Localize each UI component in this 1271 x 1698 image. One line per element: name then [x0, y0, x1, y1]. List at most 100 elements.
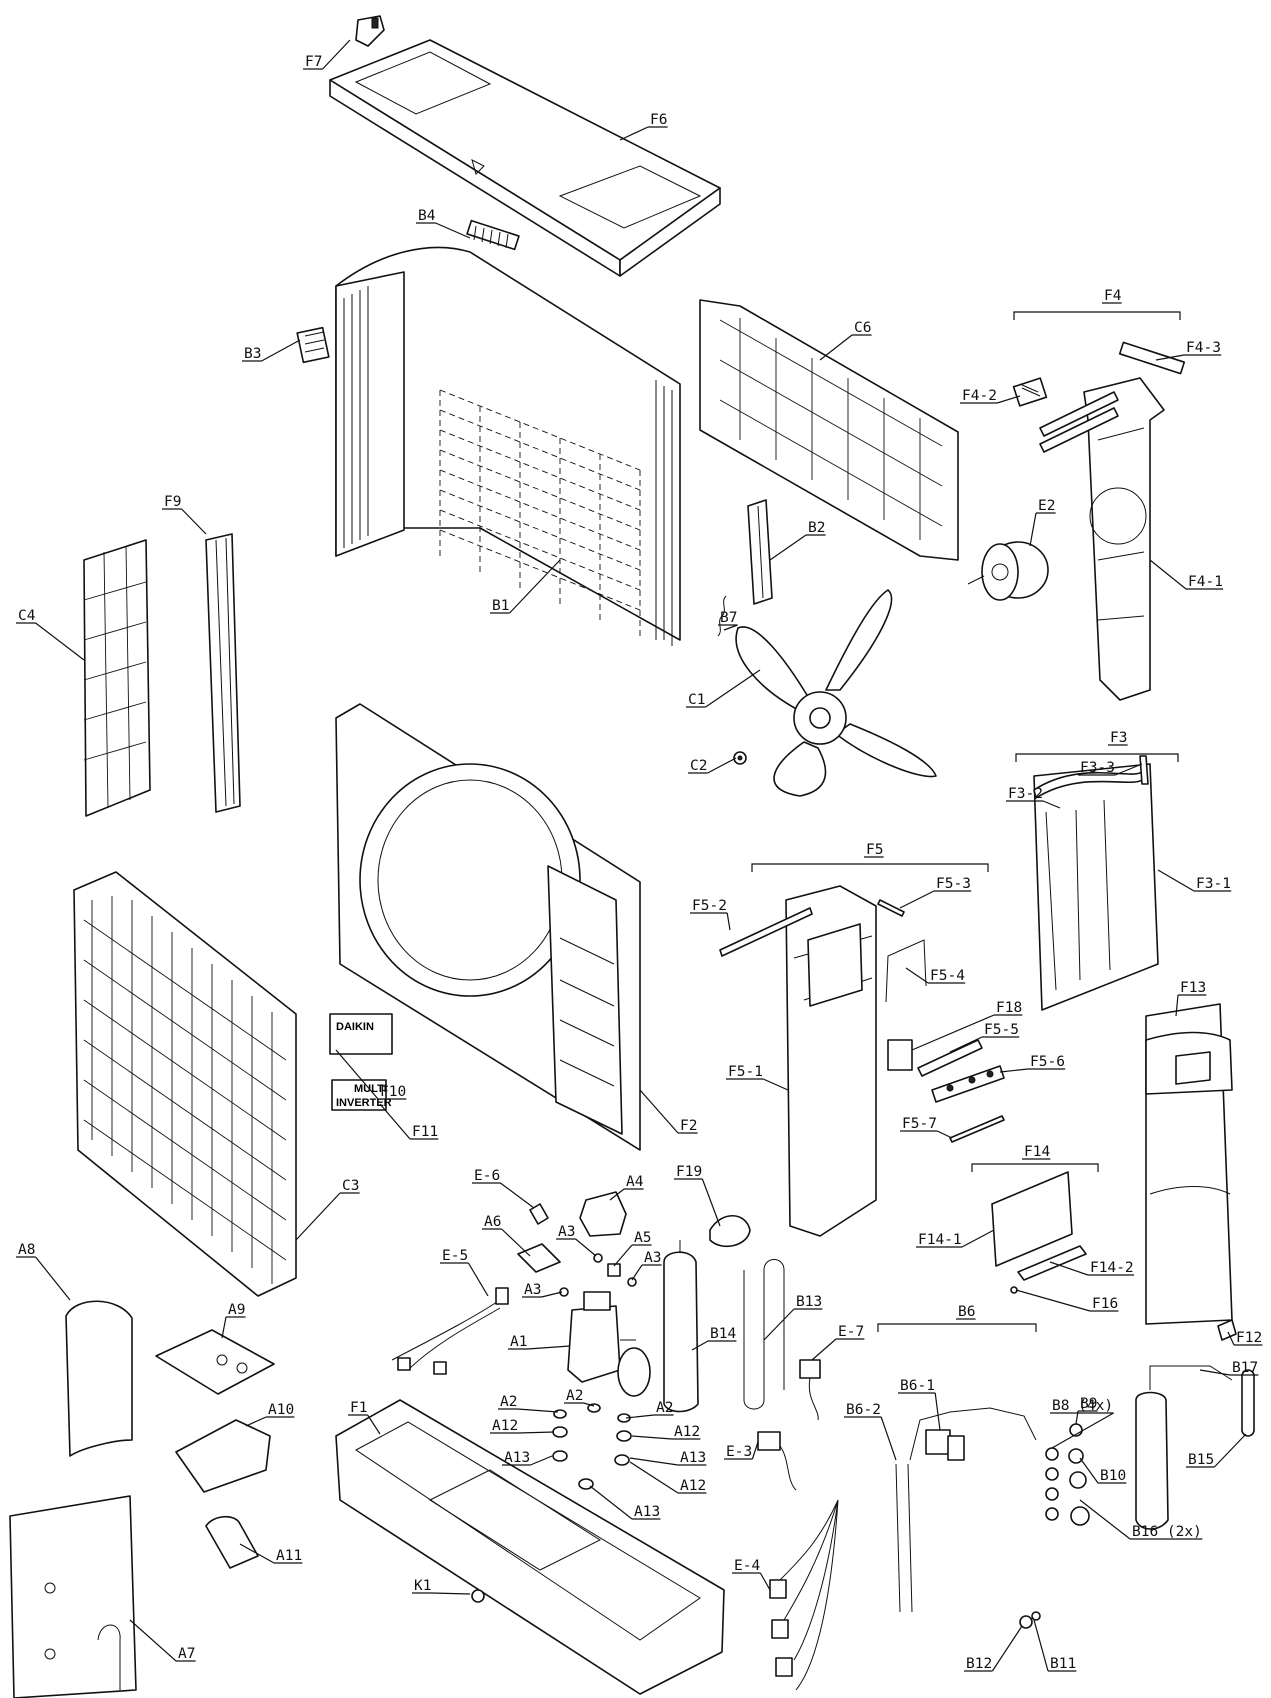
- callout-underline-f5-7: [900, 1130, 953, 1139]
- multi-stamp: MULTI: [354, 1083, 387, 1095]
- callout-underline-a2a: [498, 1408, 559, 1413]
- callout-f11: F11: [412, 1124, 438, 1140]
- wire-guard-c4: [83, 539, 151, 817]
- top-handle: [355, 15, 385, 47]
- callout-b14: B14: [710, 1326, 736, 1342]
- callout-underline-a7: [129, 1619, 196, 1662]
- sound-pad-a9: [155, 1329, 275, 1395]
- callout-f5-3: F5-3: [936, 876, 971, 892]
- callout-e7: E-7: [838, 1324, 864, 1340]
- callout-b9: B9: [1080, 1396, 1097, 1412]
- callout-f6: F6: [650, 112, 667, 128]
- callout-a5: A5: [634, 1230, 651, 1246]
- screw-k1: [471, 1589, 485, 1603]
- callout-f5: F5: [866, 842, 883, 858]
- callout-b15: B15: [1188, 1452, 1214, 1468]
- callout-underline-f5-2: [690, 912, 731, 931]
- callout-a12b: A12: [674, 1424, 700, 1440]
- callout-underline-a11: [239, 1543, 303, 1564]
- callout-f5-4: F5-4: [930, 968, 965, 984]
- callout-underline-e5: [440, 1262, 489, 1297]
- nuts-a3: [559, 1253, 637, 1297]
- callout-a2c: A2: [656, 1400, 673, 1416]
- callout-underline-a3c: [522, 1291, 563, 1298]
- compressor-a1: [567, 1291, 651, 1397]
- callout-underline-e7: [811, 1338, 865, 1361]
- strip-f5-7: [949, 1115, 1005, 1143]
- callout-underline-f14-2: [1049, 1261, 1134, 1276]
- callout-a6: A6: [484, 1214, 501, 1230]
- callout-underline-b6-1: [898, 1392, 941, 1431]
- callout-underline-a12b: [631, 1435, 701, 1440]
- callout-f3-3: F3-3: [1080, 760, 1115, 776]
- bracket-f14: [971, 1163, 1099, 1172]
- callout-underline-a12c: [629, 1461, 707, 1494]
- harness-e5: [391, 1287, 509, 1375]
- motor-support-sensor-f4-3: [1118, 341, 1186, 375]
- sound-pad-a10: [175, 1419, 271, 1493]
- valve-pipe-b6-2: [895, 1463, 913, 1613]
- callout-underline-f5-6: [999, 1068, 1066, 1073]
- callout-underline-f3-3: [1078, 763, 1143, 776]
- callout-c2: C2: [690, 758, 707, 774]
- callout-underline-e2: [1029, 512, 1056, 547]
- nuts-b11-b12: [1019, 1611, 1041, 1629]
- callout-a8: A8: [18, 1242, 35, 1258]
- condenser-coil: [335, 246, 681, 646]
- strip-f5-3: [877, 899, 905, 917]
- accumulator-b14: [663, 1240, 699, 1413]
- callout-f18: F18: [996, 1000, 1022, 1016]
- thermistor-e6: [529, 1203, 549, 1225]
- callout-underline-f4-1: [1149, 559, 1224, 590]
- callout-c3: C3: [342, 1178, 359, 1194]
- callout-b13: B13: [796, 1294, 822, 1310]
- callout-underline-a3a: [556, 1238, 597, 1257]
- callout-underline-b13: [763, 1308, 823, 1341]
- callout-underline-b3: [242, 339, 301, 362]
- callout-underline-b2: [769, 534, 826, 561]
- callout-underline-f9: [162, 508, 207, 535]
- callout-layer: F7F6B4B3F4F4-3F4-2F4-1C6E2B2B1B7C1C2C4F9…: [16, 39, 1263, 1672]
- callout-underline-a12a: [490, 1431, 555, 1434]
- front-grille-c3: [73, 871, 297, 1297]
- sensor-b3: [296, 326, 330, 364]
- propeller-fan: [735, 589, 937, 797]
- callout-underline-b10: [1079, 1457, 1127, 1484]
- callout-a4: A4: [626, 1174, 644, 1190]
- callout-underline-b6-2: [844, 1416, 897, 1461]
- callout-a13c: A13: [634, 1504, 660, 1520]
- callout-f14-1: F14-1: [918, 1232, 962, 1248]
- callout-a12a: A12: [492, 1418, 518, 1434]
- callout-e5: E-5: [442, 1248, 468, 1264]
- callout-underline-c2: [688, 757, 737, 774]
- callout-underline-a13c: [589, 1485, 661, 1520]
- callout-underline-a13a: [502, 1455, 553, 1466]
- callout-underline-a2b: [564, 1402, 595, 1407]
- bracket-b6: [877, 1323, 1037, 1332]
- callout-underline-k1: [412, 1592, 471, 1595]
- bottom-frame-f1: [335, 1399, 725, 1695]
- callout-b2: B2: [808, 520, 825, 536]
- sound-pad-a11: [205, 1515, 259, 1569]
- callout-f4-1: F4-1: [1188, 574, 1223, 590]
- callout-underline-f11: [379, 1103, 439, 1140]
- callout-f14: F14: [1024, 1144, 1050, 1160]
- strip-f5-5: [917, 1039, 983, 1077]
- callout-f2: F2: [680, 1118, 697, 1134]
- callout-a9: A9: [228, 1302, 245, 1318]
- callout-f5-5: F5-5: [984, 1022, 1019, 1038]
- callout-f5-1: F5-1: [728, 1064, 763, 1080]
- callout-underline-f5-1: [726, 1078, 789, 1091]
- callout-f4-3: F4-3: [1186, 340, 1221, 356]
- callout-b8: B8 (4x): [1052, 1398, 1113, 1414]
- callout-b3: B3: [244, 346, 261, 362]
- callout-f16: F16: [1092, 1296, 1118, 1312]
- valve-body-b6-1: [909, 1407, 1037, 1461]
- callout-underline-f3-1: [1157, 869, 1232, 892]
- callout-a12c: A12: [680, 1478, 706, 1494]
- discharge-pipe-b13: [743, 1259, 785, 1410]
- callout-f5-2: F5-2: [692, 898, 727, 914]
- callout-underline-a3b: [631, 1264, 662, 1281]
- callout-k1: K1: [414, 1578, 431, 1594]
- callout-underline-b14: [691, 1340, 737, 1351]
